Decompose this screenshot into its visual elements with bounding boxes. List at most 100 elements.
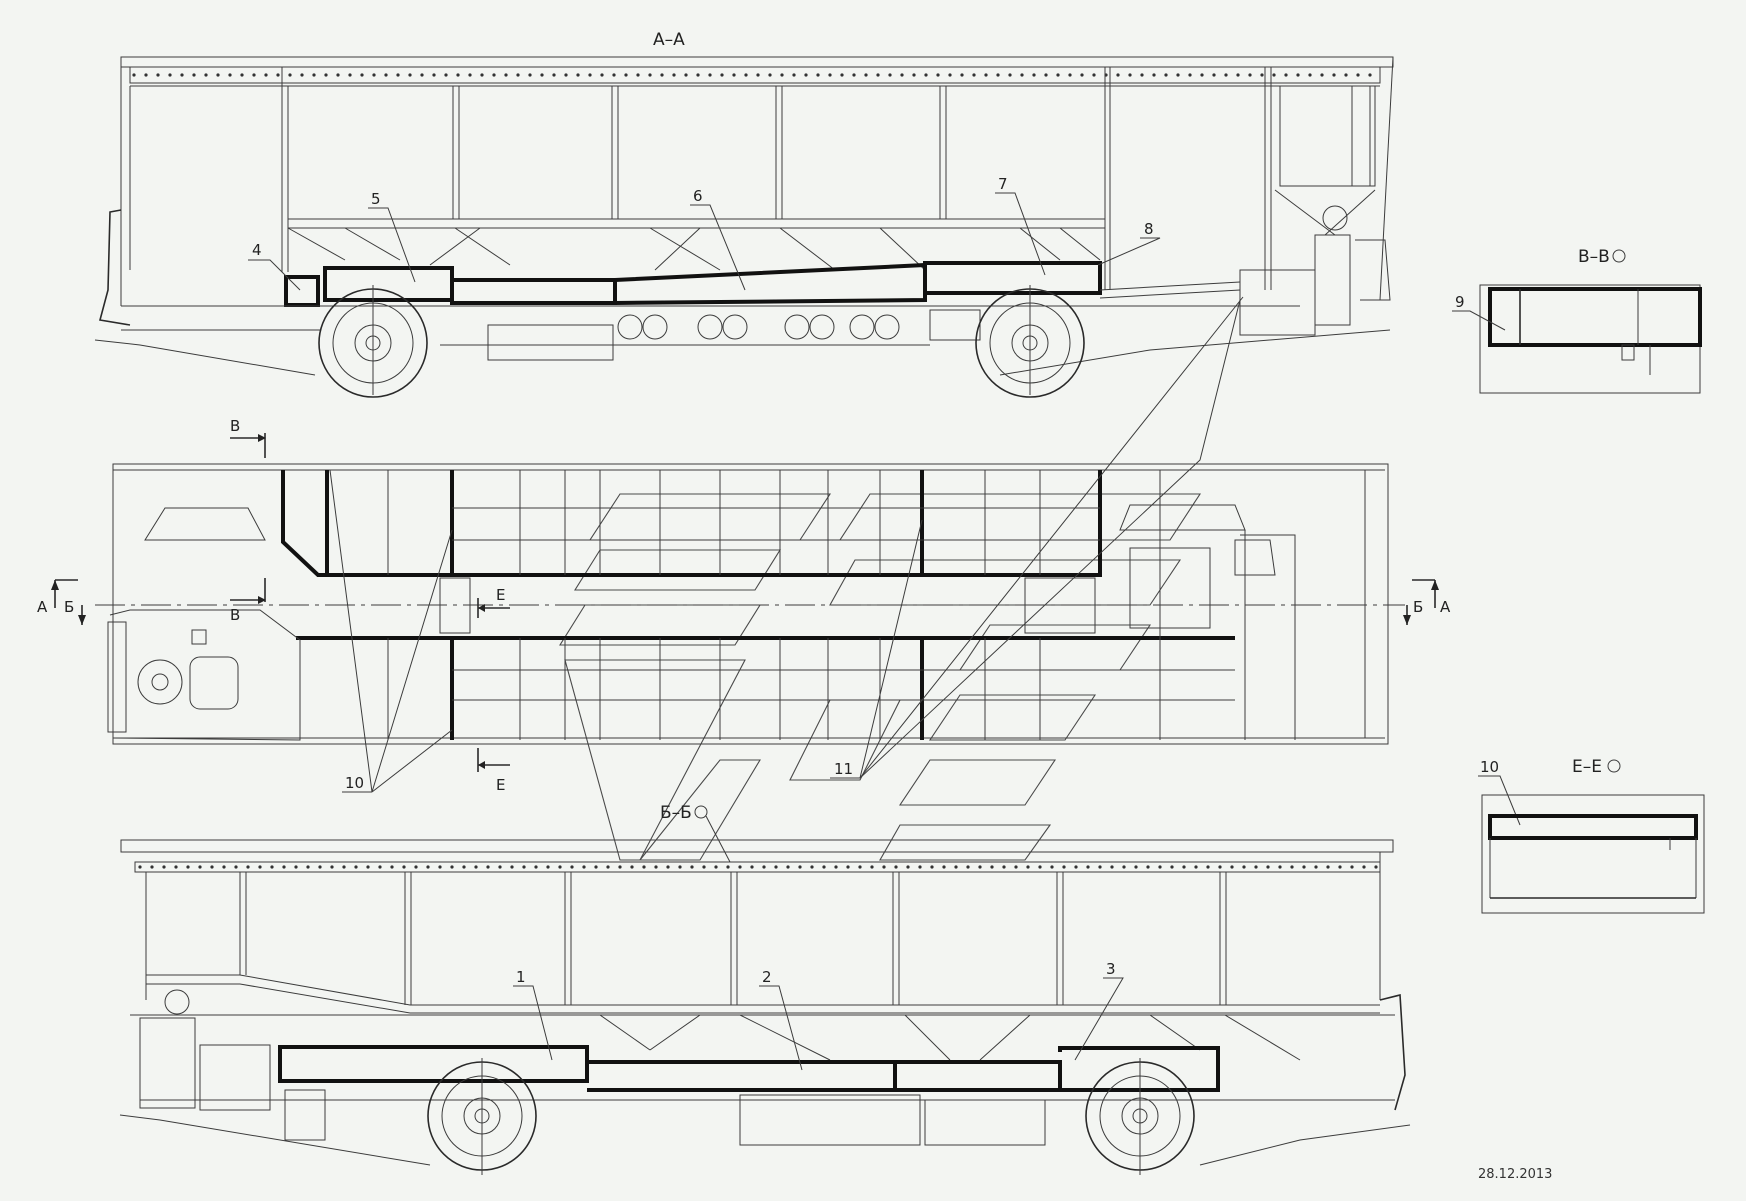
svg-text:Е: Е: [496, 776, 505, 794]
rivet: [846, 865, 850, 869]
rivet: [492, 73, 496, 77]
rivet: [444, 73, 448, 77]
svg-text:2: 2: [762, 968, 772, 986]
rivet: [678, 865, 682, 869]
rivet: [624, 73, 628, 77]
rivet: [1116, 73, 1120, 77]
section-bb-title: Б–Б: [660, 803, 692, 823]
section-ee-detail: 10 Е–Е: [1478, 757, 1705, 914]
rivet: [1164, 73, 1168, 77]
rivet: [642, 865, 646, 869]
rivet: [510, 865, 514, 869]
rivet: [420, 73, 424, 77]
section-ee-title: Е–Е: [1572, 757, 1602, 777]
rivet: [474, 865, 478, 869]
plan-frame-grid: [387, 470, 1246, 740]
rivet: [900, 73, 904, 77]
svg-text:А: А: [37, 598, 48, 616]
callout-5: 5: [368, 190, 416, 283]
rivet: [1092, 73, 1096, 77]
rivet: [876, 73, 880, 77]
svg-text:5: 5: [371, 190, 381, 208]
rivet: [1170, 865, 1174, 869]
rivet: [984, 73, 988, 77]
rivet: [1278, 865, 1282, 869]
rivet: [1140, 73, 1144, 77]
svg-text:10: 10: [345, 774, 364, 792]
rivet: [798, 865, 802, 869]
rivet: [1056, 73, 1060, 77]
rivet: [288, 73, 292, 77]
rivet: [942, 865, 946, 869]
rivet: [1122, 865, 1126, 869]
rivet: [564, 73, 568, 77]
rivet: [1206, 865, 1210, 869]
rivet: [234, 865, 238, 869]
rivet: [132, 73, 136, 77]
front-wheel: [318, 285, 428, 398]
rivet: [1272, 73, 1276, 77]
rivet: [1296, 73, 1300, 77]
rivet: [480, 73, 484, 77]
rivet: [1038, 865, 1042, 869]
rivet: [552, 73, 556, 77]
rivet: [810, 865, 814, 869]
rivet: [456, 73, 460, 77]
rivet: [186, 865, 190, 869]
cut-marker-a-b-right: Б А: [1403, 579, 1451, 625]
rivet: [636, 73, 640, 77]
rivet: [516, 73, 520, 77]
rivet: [354, 865, 358, 869]
roof-rivets: [132, 73, 1372, 77]
rivet: [498, 865, 502, 869]
rivet: [1080, 73, 1084, 77]
rivet: [1152, 73, 1156, 77]
rivet: [1290, 865, 1294, 869]
rivet: [1230, 865, 1234, 869]
rivet: [930, 865, 934, 869]
rivet: [546, 865, 550, 869]
rivet: [906, 865, 910, 869]
rivet: [384, 73, 388, 77]
rivet: [366, 865, 370, 869]
rivet: [1344, 73, 1348, 77]
rivet: [378, 865, 382, 869]
rivet: [522, 865, 526, 869]
rivet: [858, 865, 862, 869]
rivet: [180, 73, 184, 77]
rivet: [696, 73, 700, 77]
rivet: [312, 73, 316, 77]
rivet: [330, 865, 334, 869]
rivet: [342, 865, 346, 869]
rivet: [210, 865, 214, 869]
rear-wheel-bottom: [427, 1058, 537, 1175]
rivet: [1026, 865, 1030, 869]
callout-10-detail: 10: [1480, 758, 1499, 776]
rivet: [978, 865, 982, 869]
rivet: [258, 865, 262, 869]
rivet: [1188, 73, 1192, 77]
rivet: [1146, 865, 1150, 869]
rivet: [300, 73, 304, 77]
rivet: [594, 865, 598, 869]
rivet: [414, 865, 418, 869]
section-bb-view: Б–Б: [119, 803, 1411, 1175]
rear-wheel: [975, 285, 1085, 398]
rivet: [1302, 865, 1306, 869]
rivet: [462, 865, 466, 869]
rivet: [144, 73, 148, 77]
rivet: [1362, 865, 1366, 869]
rivet: [222, 865, 226, 869]
rivet: [732, 73, 736, 77]
rivet: [360, 73, 364, 77]
rivet: [1068, 73, 1072, 77]
rivet: [1308, 73, 1312, 77]
rivet: [282, 865, 286, 869]
svg-text:Б: Б: [1413, 598, 1423, 616]
rivet: [162, 865, 166, 869]
rivet: [192, 73, 196, 77]
rivet: [1218, 865, 1222, 869]
rivet: [834, 865, 838, 869]
rivet: [246, 865, 250, 869]
rivet: [450, 865, 454, 869]
